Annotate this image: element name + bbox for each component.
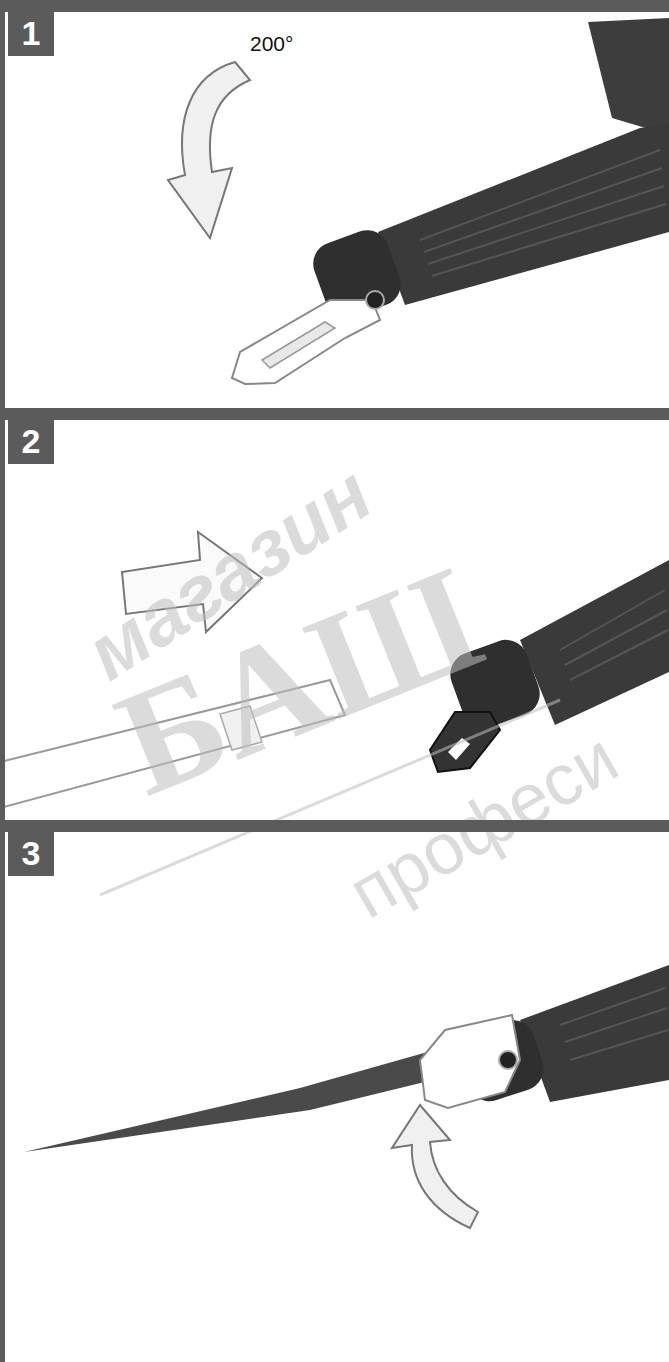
step-panel: 2 bbox=[0, 408, 669, 820]
step-panel: 1 200° bbox=[0, 0, 669, 408]
tool-step-2 bbox=[0, 532, 669, 808]
tool-step-3 bbox=[24, 965, 669, 1228]
tool-step-1 bbox=[168, 18, 669, 384]
step-panel: 3 bbox=[0, 820, 669, 1362]
watermark-shop: магазин bbox=[70, 448, 388, 698]
step-number: 1 bbox=[8, 10, 54, 56]
step-number: 2 bbox=[8, 418, 54, 464]
watermark-line bbox=[100, 700, 560, 895]
watermark-brand: БАШ bbox=[95, 531, 503, 829]
step-number: 3 bbox=[8, 830, 54, 876]
angle-label: 200° bbox=[250, 32, 293, 56]
